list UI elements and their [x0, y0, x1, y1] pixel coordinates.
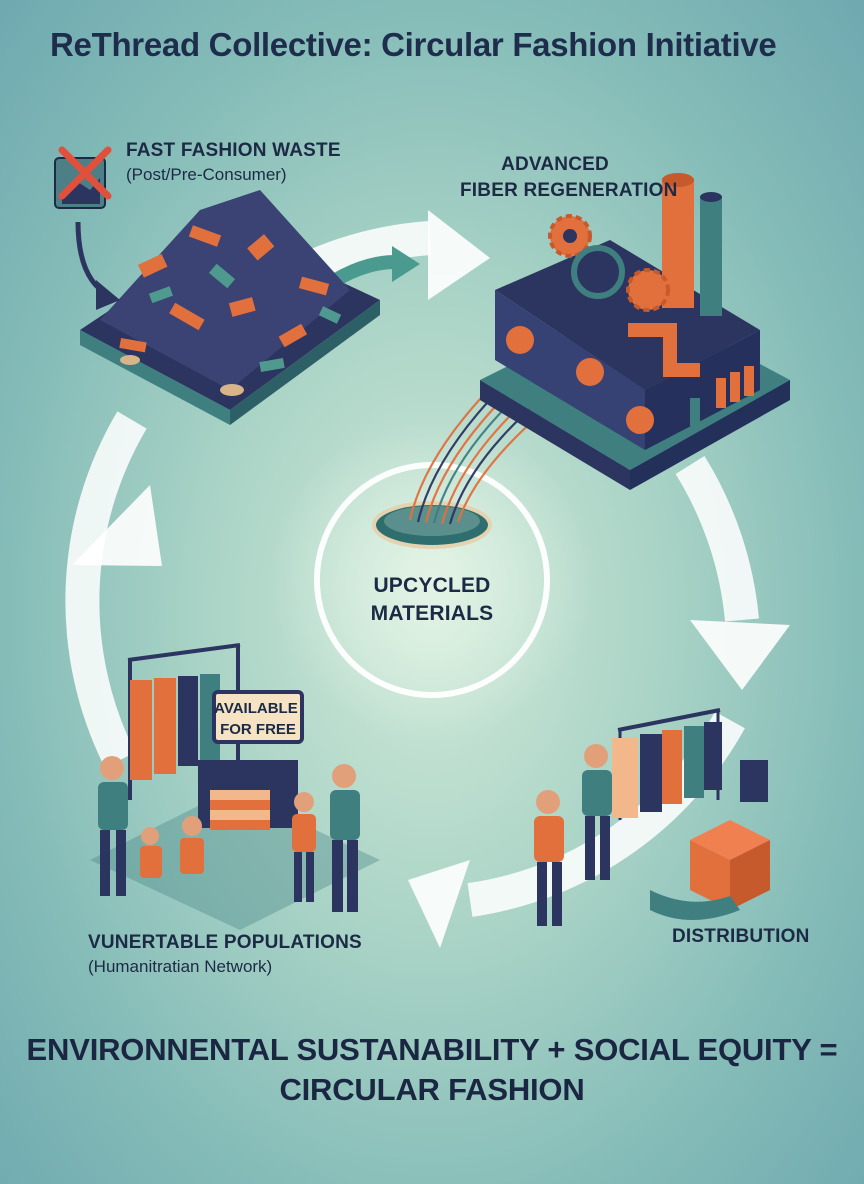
stage-label-vulnerable: VUNERTABLE POPULATIONS (Humanitratian Ne… [88, 932, 362, 977]
stage-label-waste: FAST FASHION WASTE (Post/Pre-Consumer) [126, 140, 341, 185]
upcycled-title-line-1: UPCYCLED [373, 574, 491, 597]
arrowhead-bottom [408, 860, 470, 948]
crossed-out-clothes-icon [54, 146, 112, 209]
sign-text: AVAILABLE FOR FREE [214, 700, 302, 738]
available-sign [212, 690, 304, 744]
distribution-title: DISTRIBUTION [672, 926, 810, 947]
cycle-arrowheads [72, 210, 790, 948]
distribution-scene [534, 708, 770, 926]
arrowhead-left [72, 485, 162, 566]
humanitarian-scene: AVAILABLE FOR FREE [90, 643, 380, 930]
fiber-title-line-2: FIBER REGENERATION [460, 180, 678, 201]
arrowhead-right [690, 620, 790, 690]
donation-box-icon [690, 820, 770, 910]
waste-title: FAST FASHION WASTE [126, 140, 341, 161]
fiber-machine [480, 173, 790, 490]
sign-line-1: AVAILABLE [214, 700, 298, 717]
equation-statement: ENVIRONNENTAL SUSTANABILITY + SOCIAL EQU… [0, 1030, 864, 1110]
stage-label-distribution: DISTRIBUTION [672, 926, 810, 948]
equation-line-2: CIRCULAR FASHION [279, 1072, 585, 1107]
upcycled-title-line-2: MATERIALS [370, 602, 494, 625]
arrowhead-top [428, 210, 490, 300]
equation-line-1: ENVIRONNENTAL SUSTANABILITY + SOCIAL EQU… [26, 1032, 838, 1067]
stage-label-fiber: ADVANCED FIBER REGENERATION [460, 152, 678, 204]
clothing-rack-icon [617, 708, 721, 732]
vulnerable-subtitle: (Humanitratian Network) [88, 957, 273, 976]
waste-pile [80, 190, 380, 425]
fiber-title-line-1: ADVANCED [501, 154, 609, 175]
stage-label-upcycled: UPCYCLED MATERIALS [352, 572, 512, 628]
down-arrow-icon [75, 221, 112, 299]
sign-line-2: FOR FREE [220, 721, 296, 738]
waste-subtitle: (Post/Pre-Consumer) [126, 165, 287, 184]
page-title: ReThread Collective: Circular Fashion In… [50, 26, 777, 63]
vulnerable-title: VUNERTABLE POPULATIONS [88, 932, 362, 953]
